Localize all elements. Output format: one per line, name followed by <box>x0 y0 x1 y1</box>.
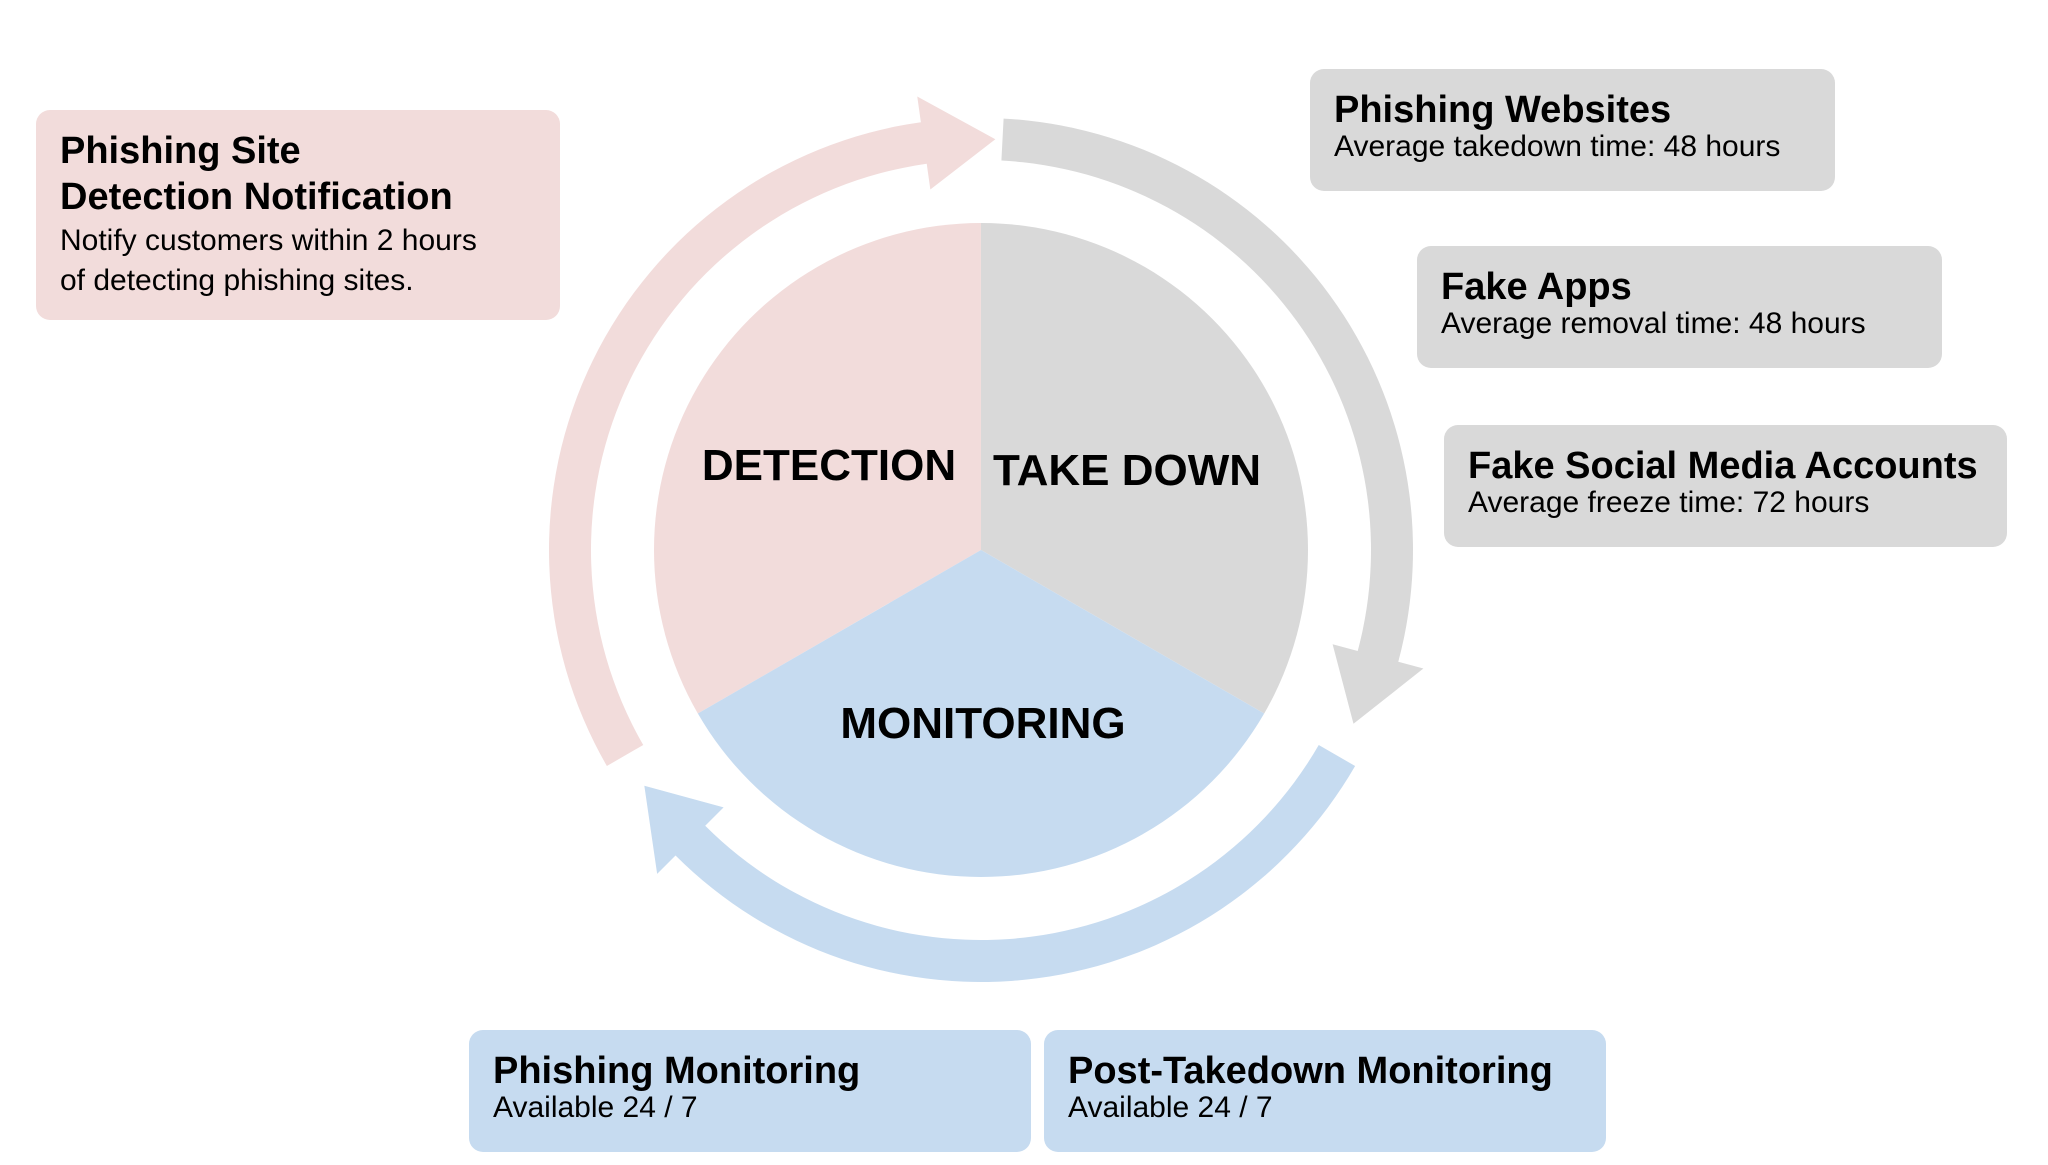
detection-notification-card: Phishing Site Detection Notification Not… <box>36 110 560 320</box>
card-description: Available 24 / 7 <box>493 1091 698 1124</box>
label-detection: DETECTION <box>702 441 956 490</box>
card-title: Detection Notification <box>60 176 453 218</box>
card-description: Average freeze time: 72 hours <box>1468 486 1870 519</box>
card-description: Available 24 / 7 <box>1068 1091 1273 1124</box>
card-title: Phishing Websites <box>1334 89 1672 131</box>
arrow-monitoring-to-detection <box>644 745 1356 982</box>
card-description: of detecting phishing sites. <box>60 264 414 297</box>
card-title: Fake Social Media Accounts <box>1468 445 1978 487</box>
phishing-monitoring-card: Phishing Monitoring Available 24 / 7 <box>469 1030 1031 1152</box>
pie-segment-takedown <box>981 223 1308 714</box>
card-title: Phishing Monitoring <box>493 1050 861 1092</box>
pie-segment-monitoring <box>697 550 1265 878</box>
cycle-arrows <box>548 96 1424 982</box>
card-title: Fake Apps <box>1441 266 1632 308</box>
fake-apps-card: Fake Apps Average removal time: 48 hours <box>1417 246 1942 368</box>
pie-segment-detection <box>654 223 981 714</box>
label-monitoring: MONITORING <box>840 699 1125 748</box>
card-description: Notify customers within 2 hours <box>60 224 477 257</box>
phishing-websites-card: Phishing Websites Average takedown time:… <box>1310 69 1835 191</box>
card-description: Average removal time: 48 hours <box>1441 307 1866 340</box>
fake-social-media-card: Fake Social Media Accounts Average freez… <box>1444 425 2007 547</box>
label-takedown: TAKE DOWN <box>993 446 1261 495</box>
card-description: Average takedown time: 48 hours <box>1334 130 1781 163</box>
arrow-takedown-to-monitoring <box>1001 118 1424 724</box>
card-title: Phishing Site <box>60 130 301 172</box>
arrow-detection-to-takedown <box>548 96 996 767</box>
card-title: Post-Takedown Monitoring <box>1068 1050 1553 1092</box>
cycle-pie <box>654 223 1308 878</box>
post-takedown-monitoring-card: Post-Takedown Monitoring Available 24 / … <box>1044 1030 1606 1152</box>
